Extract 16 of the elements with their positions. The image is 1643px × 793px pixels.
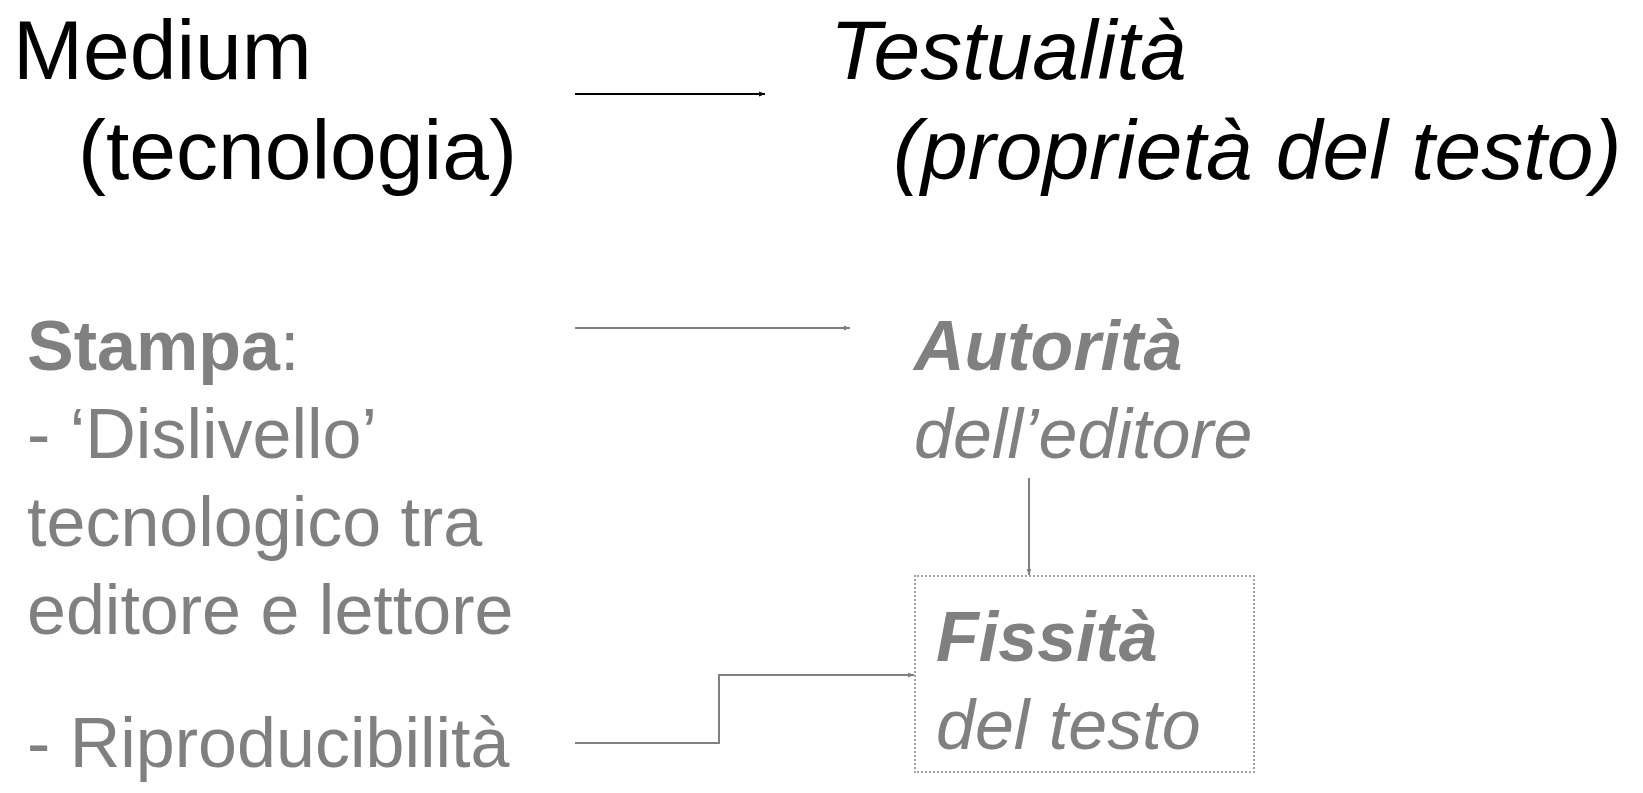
label-text: dell’editore — [914, 395, 1253, 473]
label-text: del testo — [936, 686, 1201, 764]
arrow — [574, 672, 915, 744]
label-text: Stampa: — [27, 307, 300, 385]
dotted-box — [914, 575, 1255, 773]
arrow — [574, 91, 766, 97]
label-text: - Riproducibilità — [27, 704, 510, 782]
label-text: Autorità — [914, 307, 1183, 385]
label-text: Testualità — [830, 3, 1187, 97]
label-text: - ‘Dislivello’ tecnologico tra editore e lettore — [27, 395, 514, 649]
arrow — [1026, 477, 1032, 576]
arrow — [574, 325, 851, 331]
label-text: (proprietà del testo) — [893, 103, 1622, 197]
label-text: Fissità — [936, 598, 1158, 676]
label-text: Medium — [13, 3, 312, 97]
label-text: (tecnologia) — [78, 103, 517, 197]
